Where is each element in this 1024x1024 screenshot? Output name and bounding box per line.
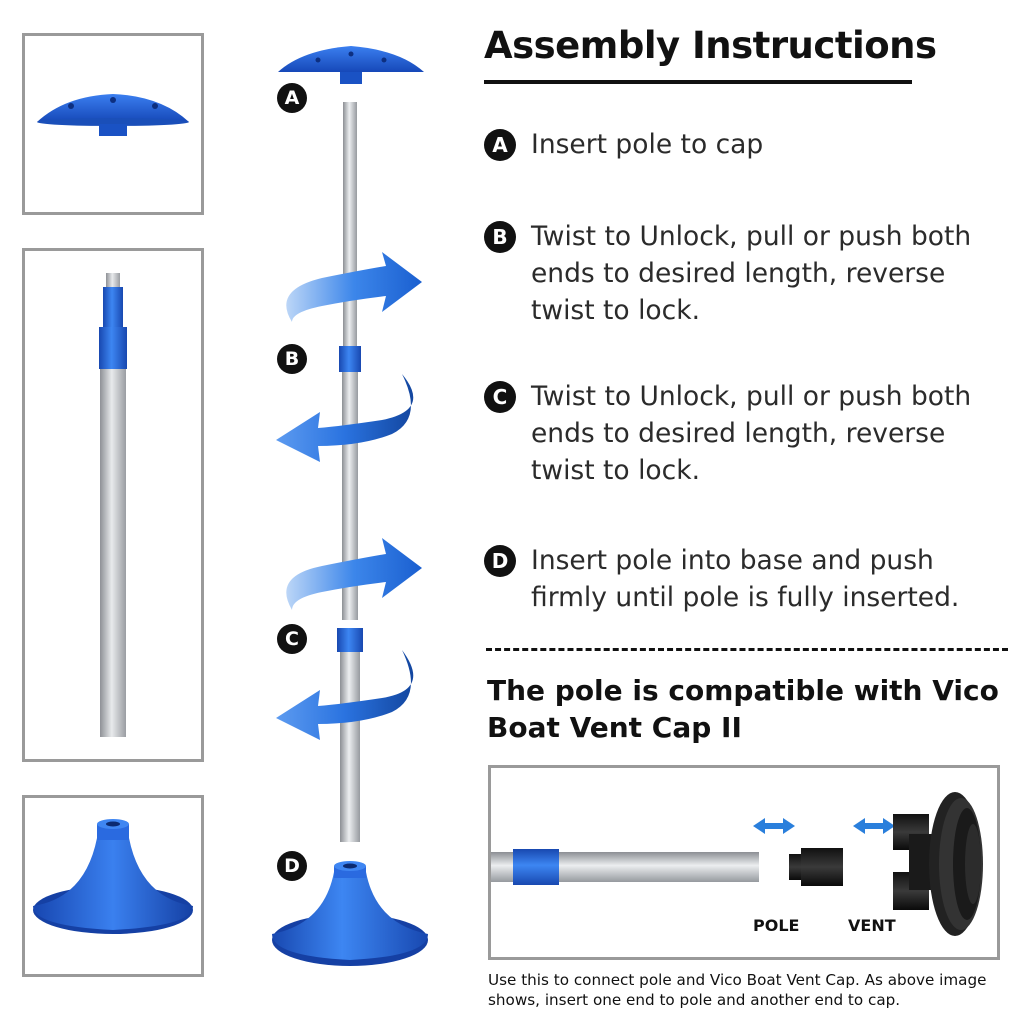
compatibility-heading: The pole is compatible with Vico Boat Ve…	[487, 674, 999, 744]
step-c-badge: C	[484, 381, 516, 413]
pole-upper	[343, 102, 357, 352]
lock-collar-c	[337, 628, 363, 652]
connection-detail-box: POLE VENT	[488, 765, 1000, 960]
page-title: Assembly Instructions	[484, 24, 937, 67]
step-a-badge: A	[484, 129, 516, 161]
vent-label: VENT	[848, 916, 896, 935]
telescopic-pole-image	[99, 273, 127, 737]
connection-diagram	[491, 792, 983, 936]
step-a-text: Insert pole to cap	[531, 129, 764, 160]
assembly-diagram	[272, 46, 428, 966]
marker-b-badge: B	[277, 344, 307, 374]
twist-arrow-right-1	[286, 252, 422, 322]
pole-lower	[340, 642, 360, 842]
section-divider	[486, 648, 1008, 651]
pole-thumbnail	[22, 248, 204, 762]
twist-arrow-left-2	[276, 650, 414, 740]
lock-collar-b	[339, 346, 361, 372]
twist-arrow-right-2	[286, 538, 422, 610]
vent-cap-image	[37, 94, 189, 136]
marker-d-badge: D	[277, 851, 307, 881]
marker-a-badge: A	[277, 83, 307, 113]
step-c-text: Twist to Unlock, pull or push both ends …	[531, 381, 972, 486]
title-underline	[484, 80, 912, 84]
adapter-connector	[789, 848, 843, 886]
pole-label: POLE	[753, 916, 800, 935]
step-b: B Twist to Unlock, pull or push both end…	[484, 218, 1014, 329]
marker-c-badge: C	[277, 624, 307, 654]
step-d: D Insert pole into base and push firmly …	[484, 542, 1014, 616]
step-c: C Twist to Unlock, pull or push both end…	[484, 378, 1014, 489]
double-arrow-icon	[853, 818, 895, 834]
base-thumbnail	[22, 795, 204, 977]
detail-pole-collar	[513, 849, 559, 885]
step-d-badge: D	[484, 545, 516, 577]
vent-cap-fitting	[893, 792, 983, 936]
pole-base	[272, 861, 428, 966]
compatibility-note: Use this to connect pole and Vico Boat V…	[488, 971, 987, 1009]
step-a: A Insert pole to cap	[484, 126, 1014, 163]
step-b-badge: B	[484, 221, 516, 253]
step-d-text: Insert pole into base and push firmly un…	[531, 545, 960, 613]
twist-arrow-left-1	[276, 374, 414, 462]
cap-thumbnail	[22, 33, 204, 215]
step-b-text: Twist to Unlock, pull or push both ends …	[531, 221, 972, 326]
double-arrow-icon	[753, 818, 795, 834]
top-cap	[278, 46, 424, 84]
pole-base-image	[33, 819, 193, 934]
